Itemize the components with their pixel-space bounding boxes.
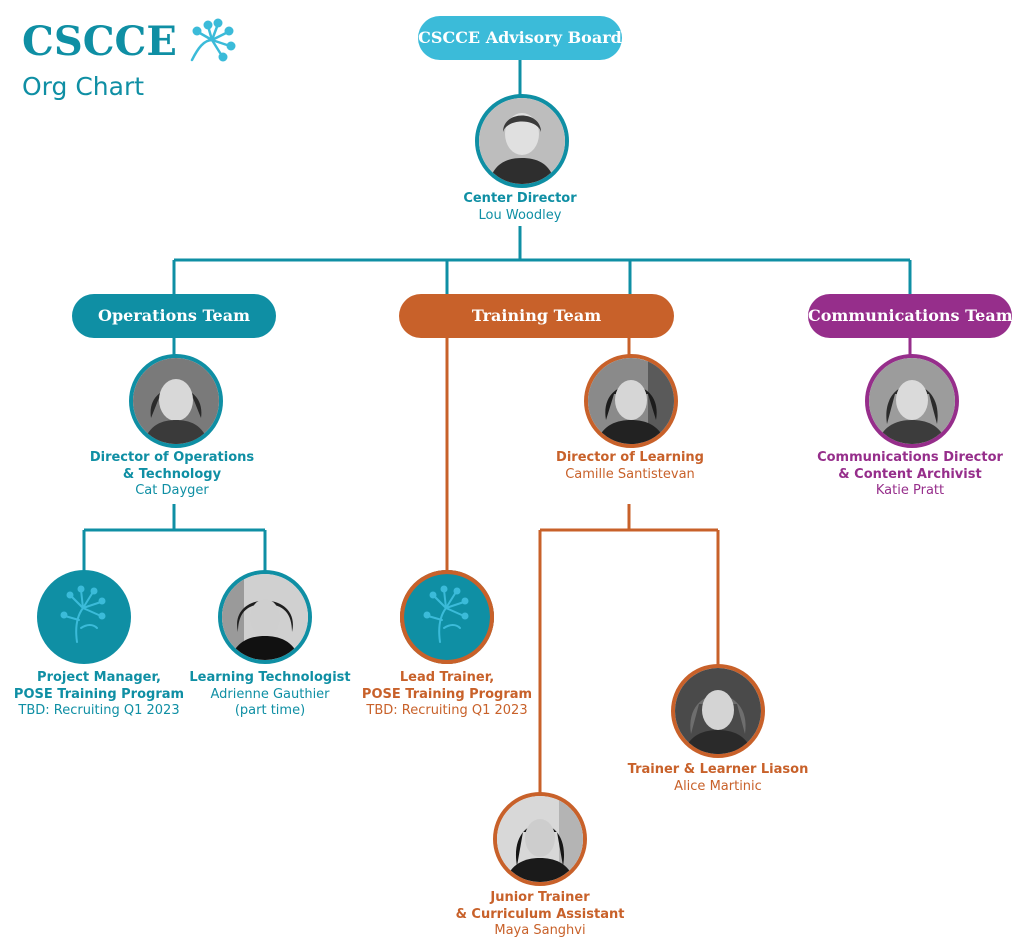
lead-trainer-role-line2: POSE Training Program [361,686,533,702]
center-director-label: Center Director Lou Woodley [400,191,640,224]
lead-trainer-label: Lead Trainer, POSE Training Program TBD:… [327,670,567,720]
learning-tech-note: (part time) [234,703,306,718]
project-manager-label: Project Manager, POSE Training Program T… [0,670,219,720]
comms-director-label: Communications Director & Content Archiv… [790,450,1024,500]
dandelion-icon [186,18,236,66]
logo: CSCCE [22,18,236,102]
ops-director-role-line2: & Technology [122,466,222,482]
operations-team-pill: Operations Team [72,294,276,338]
trainer-liason-role: Trainer & Learner Liason [627,762,809,777]
logo-subtitle: Org Chart [22,72,145,101]
logo-wordmark: CSCCE [22,18,177,65]
lead-trainer-role-line1: Lead Trainer, [399,670,495,685]
learning-director-name: Camille Santistevan [565,466,695,482]
communications-team-pill: Communications Team [808,294,1013,338]
comms-director-name: Katie Pratt [875,483,945,498]
learning-tech-label: Learning Technologist Adrienne Gauthier … [150,670,390,720]
trainer-liason-photo [671,664,765,758]
learning-tech-role: Learning Technologist [189,670,351,685]
center-director-photo [475,94,569,188]
junior-trainer-name: Maya Sanghvi [494,923,586,938]
junior-trainer-label: Junior Trainer & Curriculum Assistant Ma… [420,890,660,940]
comms-director-role-line2: & Content Archivist [838,466,982,482]
training-team-pill: Training Team [399,294,674,338]
junior-trainer-photo [493,792,587,886]
learning-tech-name: Adrienne Gauthier [210,686,330,702]
junior-trainer-role-line1: Junior Trainer [490,890,590,905]
center-director-role: Center Director [463,191,577,206]
ops-director-name: Cat Dayger [135,483,209,498]
learning-tech-photo [218,570,312,664]
project-manager-role-line1: Project Manager, [37,670,161,685]
trainer-liason-label: Trainer & Learner Liason Alice Martinic [598,762,838,795]
learning-director-photo [584,354,678,448]
ops-director-role-line1: Director of Operations [89,450,255,465]
junior-trainer-role-line2: & Curriculum Assistant [455,906,625,922]
center-director-name: Lou Woodley [478,207,562,223]
learning-director-label: Director of Learning Camille Santistevan [510,450,750,483]
ops-director-label: Director of Operations & Technology Cat … [52,450,292,500]
learning-director-role: Director of Learning [556,450,704,465]
ops-director-photo [129,354,223,448]
comms-director-photo [865,354,959,448]
communications-team-label: Communications Team [808,306,1013,325]
lead-trainer-placeholder [400,570,494,664]
trainer-liason-name: Alice Martinic [674,778,762,794]
comms-director-role-line1: Communications Director [817,450,1003,465]
project-manager-placeholder [37,570,131,664]
operations-team-label: Operations Team [98,306,250,325]
training-team-label: Training Team [471,306,602,325]
lead-trainer-name: TBD: Recruiting Q1 2023 [366,703,528,718]
advisory-board-pill: CSCCE Advisory Board [418,16,622,60]
advisory-board-label: CSCCE Advisory Board [418,28,622,47]
project-manager-role-line2: POSE Training Program [13,686,185,702]
project-manager-name: TBD: Recruiting Q1 2023 [18,703,180,718]
